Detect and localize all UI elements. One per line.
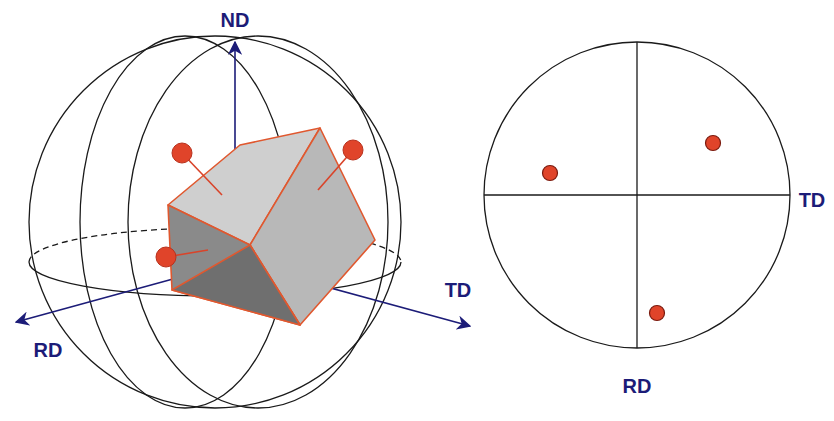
crystal-cube <box>168 128 375 325</box>
reference-sphere <box>29 36 401 408</box>
pole-figure-axis-label: RD <box>623 376 652 396</box>
axis-label: RD <box>34 340 63 360</box>
pole-figure-dots <box>543 136 721 321</box>
axis-label: ND <box>221 10 250 30</box>
sample-axes <box>16 42 470 326</box>
axis-label: TD <box>445 280 472 300</box>
pole-figure-axis-label: TD <box>799 190 826 210</box>
pole-lines <box>166 150 353 257</box>
pole-dots <box>156 140 363 267</box>
pole-figure <box>484 42 790 348</box>
